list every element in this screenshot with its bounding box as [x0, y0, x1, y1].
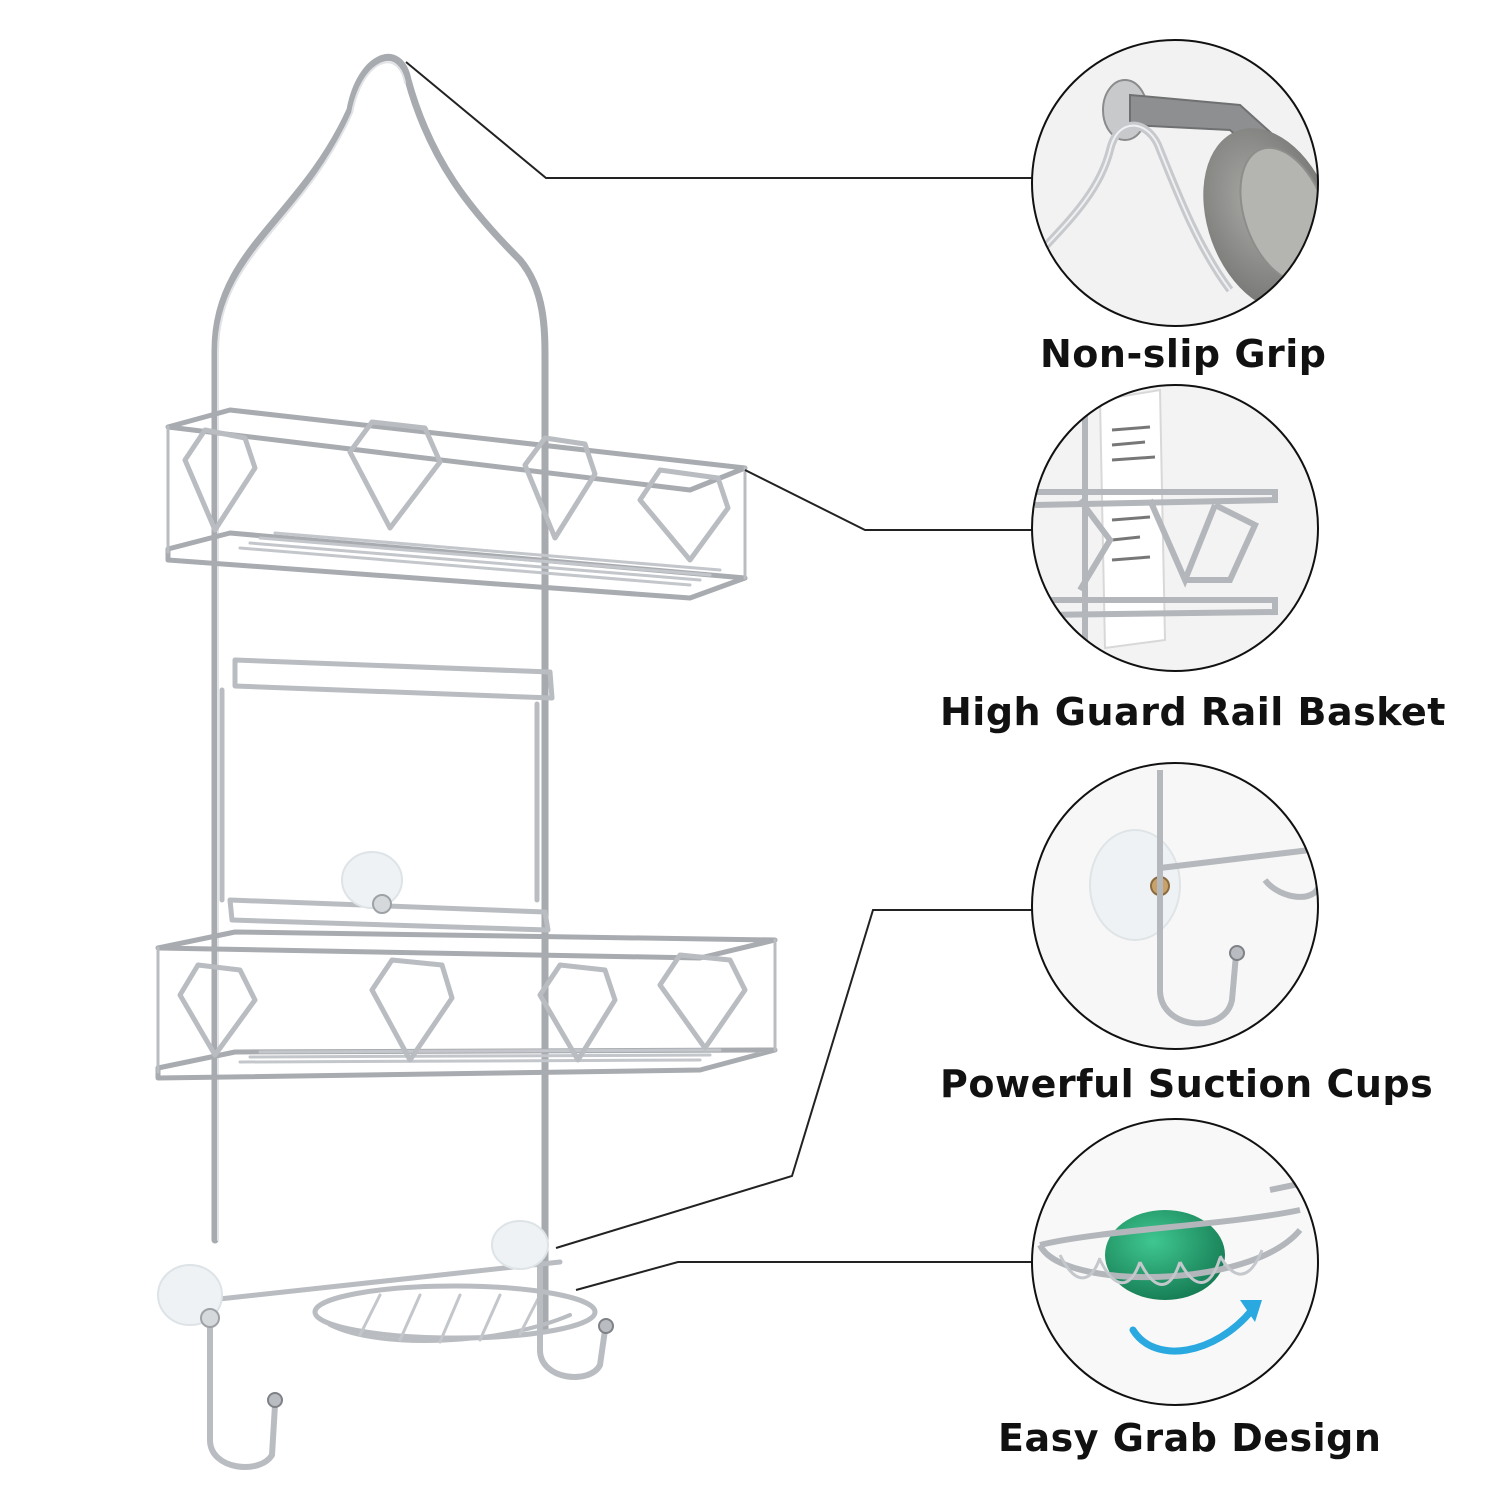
hook-ball-right: [598, 1318, 614, 1334]
detail-circle-grip: [1031, 39, 1319, 327]
soap-dish-and-hooks: [207, 1257, 608, 1470]
suction-cup-knobs: [200, 894, 392, 1328]
hook-ball-left: [267, 1392, 283, 1408]
leader-lines: [405, 61, 1032, 1291]
shower-caddy: [155, 54, 778, 1470]
top-basket: [165, 407, 748, 601]
feature-label-grip: Non-slip Grip: [1040, 332, 1327, 376]
detail-circle-basket: [1031, 384, 1319, 672]
left-hook: [207, 1297, 278, 1470]
towel-bar: [219, 657, 555, 933]
feature-label-basket: High Guard Rail Basket: [940, 690, 1446, 734]
hanger-frame: [211, 54, 549, 1334]
right-hook: [537, 1257, 608, 1380]
leader-line-2: [744, 469, 1032, 531]
feature-label-suction: Powerful Suction Cups: [940, 1062, 1434, 1106]
leader-line-1: [405, 61, 1032, 179]
feature-label-grab: Easy Grab Design: [998, 1416, 1382, 1460]
leader-line-3: [555, 909, 1032, 1249]
detail-circle-grab: [1031, 1118, 1319, 1406]
curved-arrow-icon: [1129, 1306, 1256, 1355]
leader-line-4: [575, 1261, 1032, 1291]
detail-circle-suction: [1031, 762, 1319, 1050]
middle-basket: [155, 929, 778, 1081]
